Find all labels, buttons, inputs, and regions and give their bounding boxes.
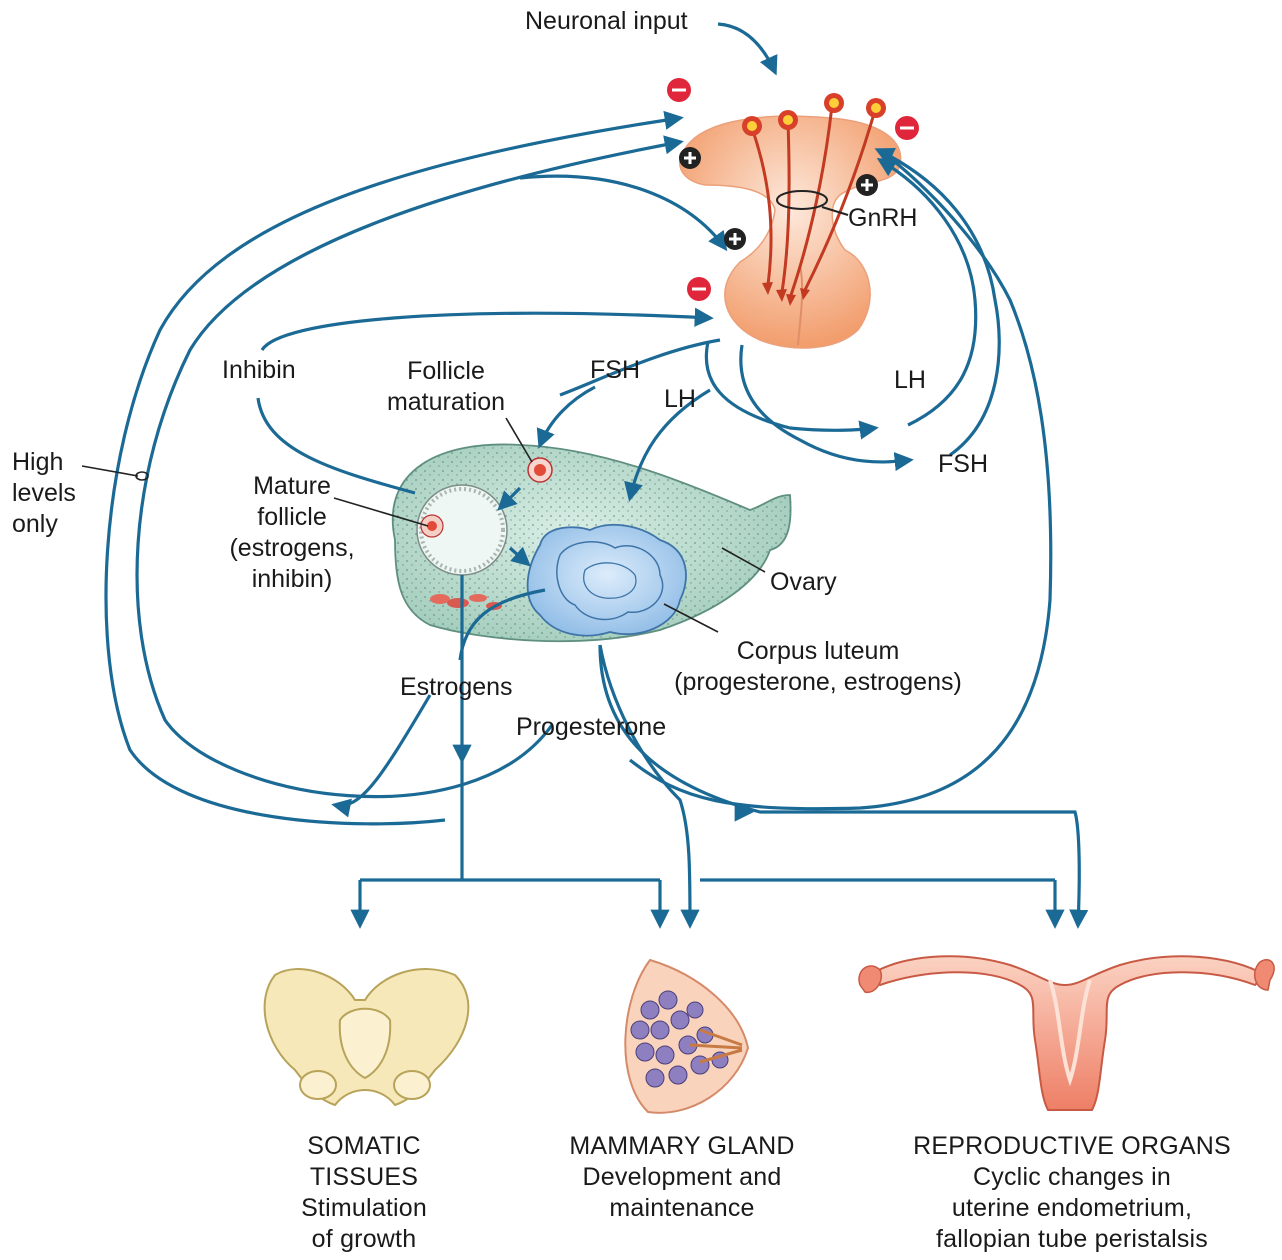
minus-sign-badge-right	[895, 116, 919, 140]
corpus-luteum-line-2: (progesterone, estrogens)	[650, 667, 986, 698]
corpus-luteum-label: Corpus luteum (progesterone, estrogens)	[650, 636, 986, 698]
plus-sign-badge-right	[856, 174, 878, 196]
plus-sign-badge-top	[679, 147, 701, 169]
reproductive-line-3: uterine endometrium,	[880, 1193, 1264, 1224]
lh-left-label: LH	[664, 384, 696, 415]
mature-follicle-line-1: Mature	[214, 471, 370, 502]
high-levels-only-line-1: High	[12, 447, 76, 478]
mature-follicle-line-2: follicle	[214, 502, 370, 533]
follicle-maturation-line-1: Follicle	[372, 356, 520, 387]
mature-follicle	[417, 485, 507, 575]
mammary-gland-illustration	[625, 960, 748, 1113]
inhibin-label: Inhibin	[222, 355, 296, 386]
progesterone-label: Progesterone	[516, 712, 666, 743]
reproductive-line-1: REPRODUCTIVE ORGANS	[880, 1131, 1264, 1162]
neuronal-input-label: Neuronal input	[525, 6, 688, 37]
pelvis-illustration	[265, 969, 469, 1105]
follicle-maturation-label: Follicle maturation	[372, 356, 520, 418]
high-levels-only-line-3: only	[12, 509, 76, 540]
high-levels-only-line-2: levels	[12, 478, 76, 509]
estrogens-label: Estrogens	[400, 672, 513, 703]
reproductive-line-4: fallopian tube peristalsis	[880, 1224, 1264, 1255]
mature-follicle-line-4: inhibin)	[214, 564, 370, 595]
lh-right-label: LH	[894, 365, 926, 396]
mammary-line-2: Development and	[542, 1162, 822, 1193]
uterus-illustration	[859, 956, 1274, 1110]
ovary-label: Ovary	[770, 567, 837, 598]
reproductive-line-2: Cyclic changes in	[880, 1162, 1264, 1193]
mammary-line-3: maintenance	[542, 1193, 822, 1224]
high-levels-only-label: High levels only	[12, 447, 76, 540]
mature-follicle-label: Mature follicle (estrogens, inhibin)	[214, 471, 370, 595]
corpus-luteum	[528, 525, 686, 636]
mature-follicle-line-3: (estrogens,	[214, 533, 370, 564]
somatic-line-4: of growth	[274, 1224, 454, 1255]
fsh-right-label: FSH	[938, 449, 988, 480]
mammary-line-1: MAMMARY GLAND	[542, 1131, 822, 1162]
gnrh-label: GnRH	[848, 203, 917, 234]
minus-sign-badge-top	[667, 78, 691, 102]
follicle-maturation-line-2: maturation	[372, 387, 520, 418]
fsh-left-label: FSH	[590, 355, 640, 386]
corpus-luteum-line-1: Corpus luteum	[650, 636, 986, 667]
plus-sign-badge-mid	[724, 228, 746, 250]
mammary-gland-caption: MAMMARY GLAND Development and maintenanc…	[542, 1131, 822, 1224]
somatic-line-1: SOMATIC	[274, 1131, 454, 1162]
somatic-tissues-caption: SOMATIC TISSUES Stimulation of growth	[274, 1131, 454, 1255]
somatic-line-3: Stimulation	[274, 1193, 454, 1224]
minus-sign-badge-mid	[687, 277, 711, 301]
somatic-line-2: TISSUES	[274, 1162, 454, 1193]
reproductive-organs-caption: REPRODUCTIVE ORGANS Cyclic changes in ut…	[880, 1131, 1264, 1255]
